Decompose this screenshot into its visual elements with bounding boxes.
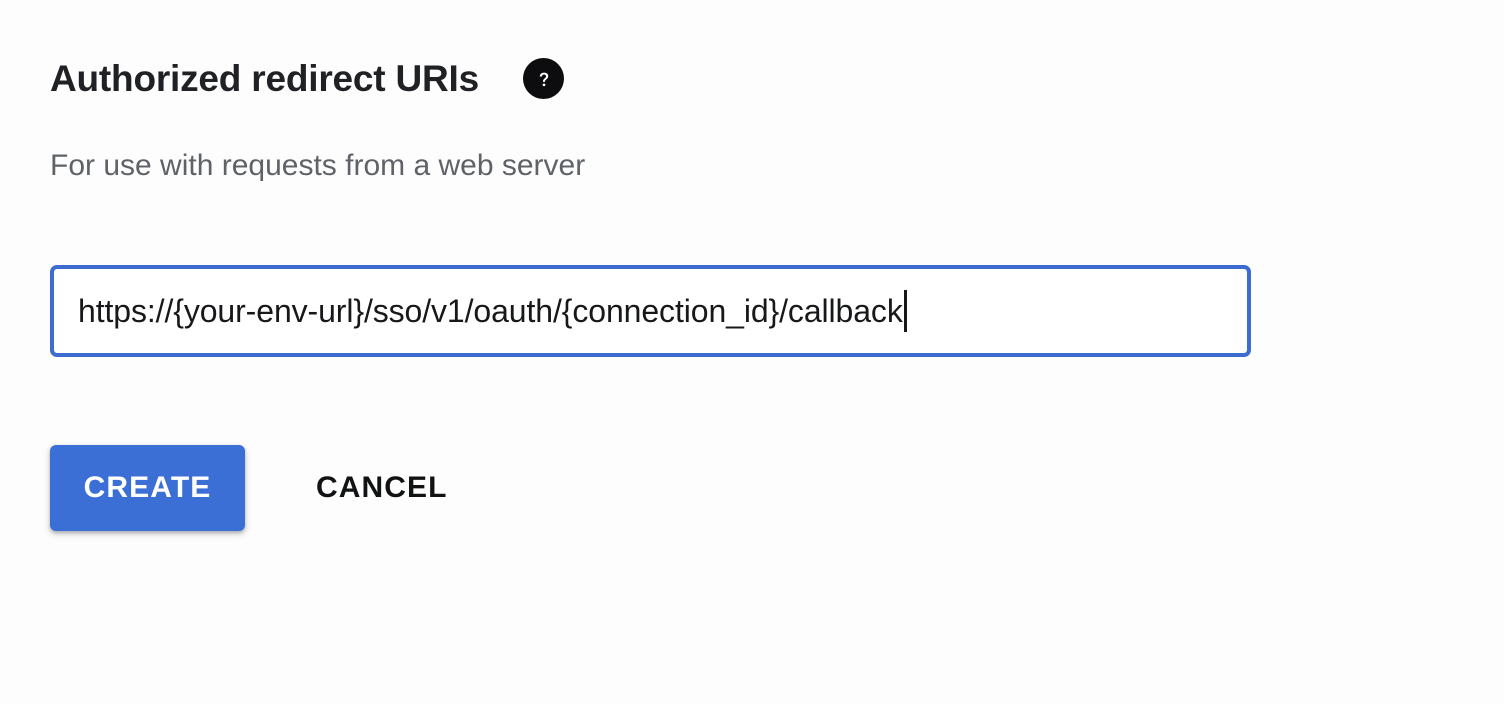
help-circle-icon[interactable] — [523, 58, 564, 99]
redirect-uri-input[interactable]: https://{your-env-url}/sso/v1/oauth/{con… — [50, 265, 1251, 357]
form-actions: CREATE CANCEL — [50, 445, 454, 531]
section-description: For use with requests from a web server — [50, 149, 586, 182]
section-heading-row: Authorized redirect URIs — [50, 58, 564, 99]
text-cursor — [903, 290, 907, 332]
redirect-uri-text-wrapper: https://{your-env-url}/sso/v1/oauth/{con… — [54, 290, 907, 332]
redirect-uri-value: https://{your-env-url}/sso/v1/oauth/{con… — [78, 293, 903, 329]
create-button[interactable]: CREATE — [50, 445, 245, 531]
page-title: Authorized redirect URIs — [50, 58, 479, 99]
cancel-button[interactable]: CANCEL — [310, 445, 454, 531]
